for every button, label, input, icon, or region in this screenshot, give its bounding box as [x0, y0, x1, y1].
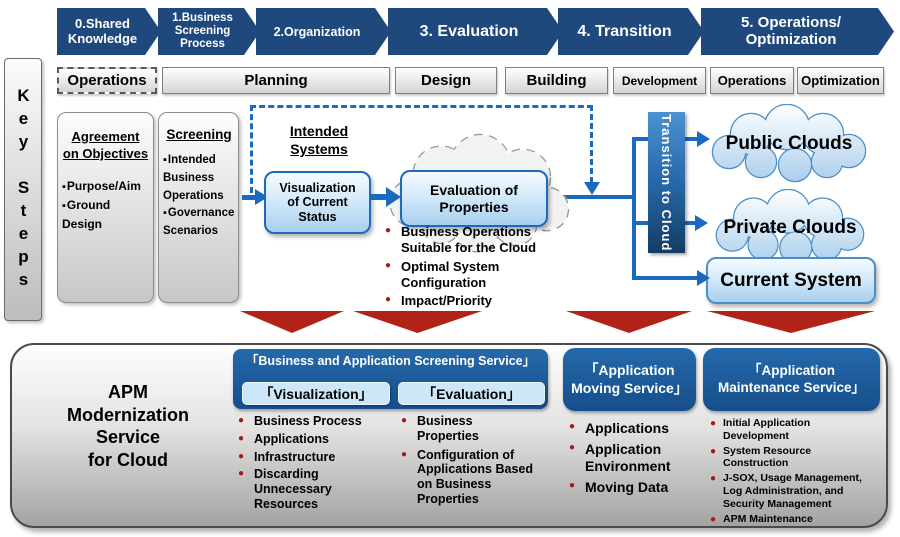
- phase-cell-operations-1: Operations: [57, 67, 157, 94]
- bullet-item: Discarding Unnecessary Resources: [236, 467, 398, 511]
- flow-arrow-into-visualization: [242, 195, 256, 200]
- bullet-item: Business Process: [236, 414, 398, 429]
- visualization-tab: 「Visualization」: [242, 382, 390, 405]
- visualization-status-box: Visualization of Current Status: [264, 171, 371, 234]
- red-funnel-arrow-4: [707, 311, 875, 333]
- bullet-item: J-SOX, Usage Management, Log Administrat…: [708, 472, 882, 510]
- evaluation-service-bullet-list: Business Properties Configuration of App…: [399, 414, 557, 507]
- current-system-box: Current System: [706, 257, 876, 304]
- transition-to-cloud-bar: Transition to Cloud: [648, 112, 685, 253]
- screening-box: Screening Intended Business Operations G…: [158, 112, 239, 303]
- phase-cell-optimization: Optimization: [797, 67, 884, 94]
- agreement-box: Agreement on Objectives Purpose/Aim Grou…: [57, 112, 154, 303]
- private-clouds-label: Private Clouds: [723, 216, 857, 238]
- bullet-item: Business Properties: [399, 414, 557, 444]
- bullet-item: Optimal System Configuration: [383, 259, 618, 292]
- moving-service-box: 「Application Moving Service」: [563, 348, 696, 411]
- dashed-feedback-line-top: [250, 105, 593, 108]
- moving-bullet-list: Applications Application Environment Mov…: [567, 420, 702, 496]
- public-clouds-shape: Public Clouds: [699, 104, 879, 184]
- bullet-item: APM Maintenance: [708, 513, 882, 526]
- bullet-item: Applications: [236, 432, 398, 447]
- phase-cell-building: Building: [505, 67, 608, 94]
- red-funnel-arrow-2: [353, 311, 482, 333]
- arrow-right-icon: [697, 131, 710, 147]
- arrow-down-icon: [584, 182, 600, 195]
- process-arrow-organization: 2.Organization: [256, 8, 391, 55]
- arrow-right-icon: [697, 270, 710, 286]
- phase-cell-design: Design: [395, 67, 497, 94]
- process-arrow-evaluation: 3. Evaluation: [388, 8, 563, 55]
- private-clouds-shape: Private Clouds: [694, 189, 886, 266]
- flow-line-main: [548, 195, 634, 199]
- evaluation-bullet-list: Business Operations Suitable for the Clo…: [383, 224, 618, 309]
- arrow-right-icon: [386, 187, 401, 207]
- bullet-item: Governance Scenarios: [163, 205, 235, 241]
- bullet-item: Applications: [567, 420, 702, 438]
- bullet-item: Infrastructure: [236, 450, 398, 465]
- bullet-item: Ground Design: [62, 196, 149, 234]
- flow-arrow-to-evaluation: [371, 194, 388, 200]
- bullet-item: Business Operations Suitable for the Clo…: [383, 224, 618, 257]
- bullet-item: Intended Business Operations: [163, 152, 235, 205]
- red-funnel-arrow-3: [566, 311, 692, 333]
- agreement-title: Agreement on Objectives: [62, 129, 149, 161]
- bullet-item: Application Environment: [567, 441, 702, 476]
- public-clouds-label: Public Clouds: [725, 133, 853, 154]
- phase-cell-planning: Planning: [162, 67, 390, 94]
- process-arrow-shared-knowledge: 0.Shared Knowledge: [57, 8, 161, 55]
- maintenance-bullet-list: Initial Application Development System R…: [708, 417, 882, 526]
- bullet-item: Configuration of Applications Based on B…: [399, 448, 557, 507]
- bullet-item: System Resource Construction: [708, 445, 882, 471]
- red-funnel-arrow-1: [240, 311, 344, 333]
- evaluation-properties-box: Evaluation of Properties: [400, 170, 548, 227]
- visualization-bullet-list: Business Process Applications Infrastruc…: [236, 414, 398, 512]
- phase-cell-development: Development: [613, 67, 706, 94]
- key-steps-rail: Key Steps: [4, 58, 42, 321]
- process-arrow-operations-optimization: 5. Operations/ Optimization: [701, 8, 894, 55]
- evaluation-tab: 「Evaluation」: [398, 382, 545, 405]
- screening-title: Screening: [166, 127, 232, 142]
- arrow-right-icon: [695, 215, 708, 231]
- process-arrow-transition: 4. Transition: [558, 8, 704, 55]
- flow-line-junction: [632, 138, 636, 280]
- dashed-feedback-line-right: [590, 105, 593, 183]
- bullet-item: Impact/Priority: [383, 293, 618, 309]
- phase-cell-operations-2: Operations: [710, 67, 794, 94]
- flow-line-current: [632, 276, 698, 280]
- maintenance-service-box: 「Application Maintenance Service」: [703, 348, 880, 411]
- bullet-item: Purpose/Aim: [62, 177, 149, 196]
- apm-title: APM Modernization Service for Cloud: [67, 382, 189, 470]
- dashed-feedback-line-left: [250, 105, 253, 193]
- bullet-item: Initial Application Development: [708, 417, 882, 443]
- bullet-item: Moving Data: [567, 479, 702, 497]
- process-arrow-business-screening: 1.Business Screening Process: [158, 8, 260, 55]
- intended-systems-label: Intended Systems: [289, 123, 349, 158]
